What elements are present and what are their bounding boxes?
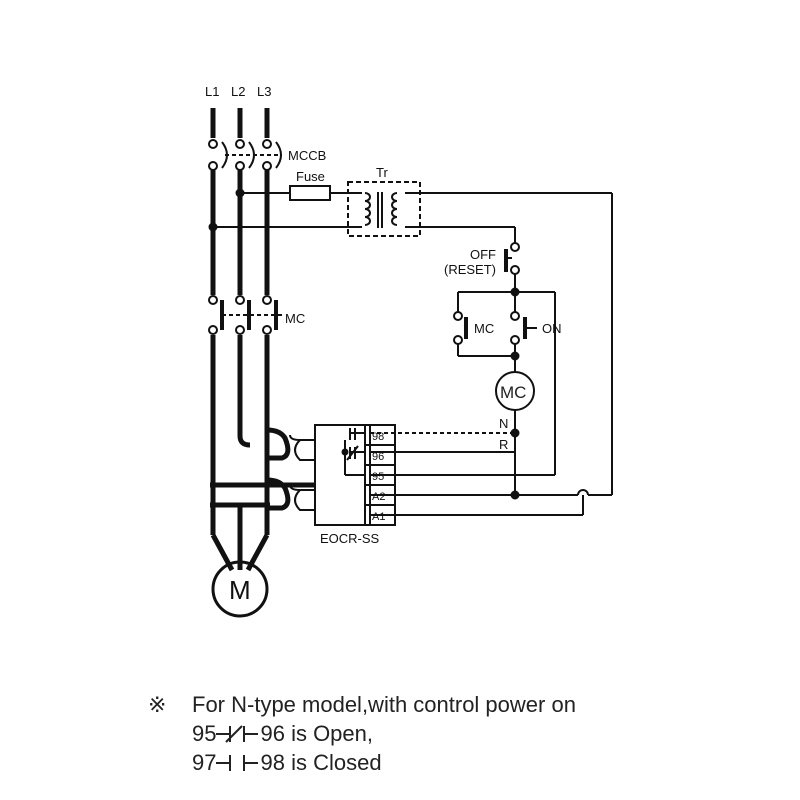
note-line-2-left: 95 [192, 721, 217, 746]
wiring-diagram: L1 L2 L3 MCCB [205, 84, 613, 618]
eocr-relay: 98 96 95 A2 A1 EOCR-SS [266, 424, 396, 546]
mccb-label: MCCB [288, 148, 326, 163]
on-label: ON [542, 321, 562, 336]
r-label: R [499, 437, 508, 452]
start-circuit: MC ON [453, 287, 562, 419]
fuse: Fuse [289, 169, 331, 201]
note-line-1: ※ For N-type model,with control power on [148, 690, 576, 719]
terminal-96: 96 [372, 451, 384, 463]
phase-l3-label: L3 [257, 84, 271, 99]
terminal-a2: A2 [372, 491, 385, 503]
off-reset-button: OFF (RESET) [444, 242, 520, 292]
note-line-3-left: 97 [192, 750, 217, 775]
terminal-95: 95 [372, 471, 384, 483]
motor: M [211, 560, 269, 618]
contactor-label: MC [285, 311, 305, 326]
motor-label: M [229, 575, 251, 605]
mc-contactor: MC [208, 295, 305, 335]
transformer: Tr [347, 165, 421, 237]
no-contact-symbol [216, 755, 259, 771]
note-line-2-right: 96 is Open, [260, 721, 373, 746]
coil-label: MC [500, 383, 526, 402]
reset-label: (RESET) [444, 262, 496, 277]
control-wiring [208, 188, 613, 495]
footnote: ※For N-type model,with control power on … [148, 690, 576, 777]
note-line-2: 95 96 is Open, [148, 719, 576, 748]
phase-l1-label: L1 [205, 84, 219, 99]
reference-mark: ※ [148, 692, 167, 717]
aux-contact-label: MC [474, 321, 494, 336]
phase-l2-label: L2 [231, 84, 245, 99]
note-line-3-right: 98 is Closed [260, 750, 382, 775]
mccb-breaker: MCCB [208, 139, 326, 171]
note-line-1-text: For N-type model,with control power on [192, 692, 576, 717]
note-line-3: 97 98 is Closed [148, 748, 576, 777]
n-label: N [499, 416, 508, 431]
terminal-98: 98 [372, 431, 384, 443]
transformer-label: Tr [376, 165, 388, 180]
relay-wiring [370, 419, 612, 516]
terminal-a1: A1 [372, 511, 385, 523]
nc-contact-symbol [216, 725, 259, 743]
off-label: OFF [470, 247, 496, 262]
motor-feeders [210, 482, 315, 572]
fuse-label: Fuse [296, 169, 325, 184]
relay-label: EOCR-SS [320, 531, 380, 546]
